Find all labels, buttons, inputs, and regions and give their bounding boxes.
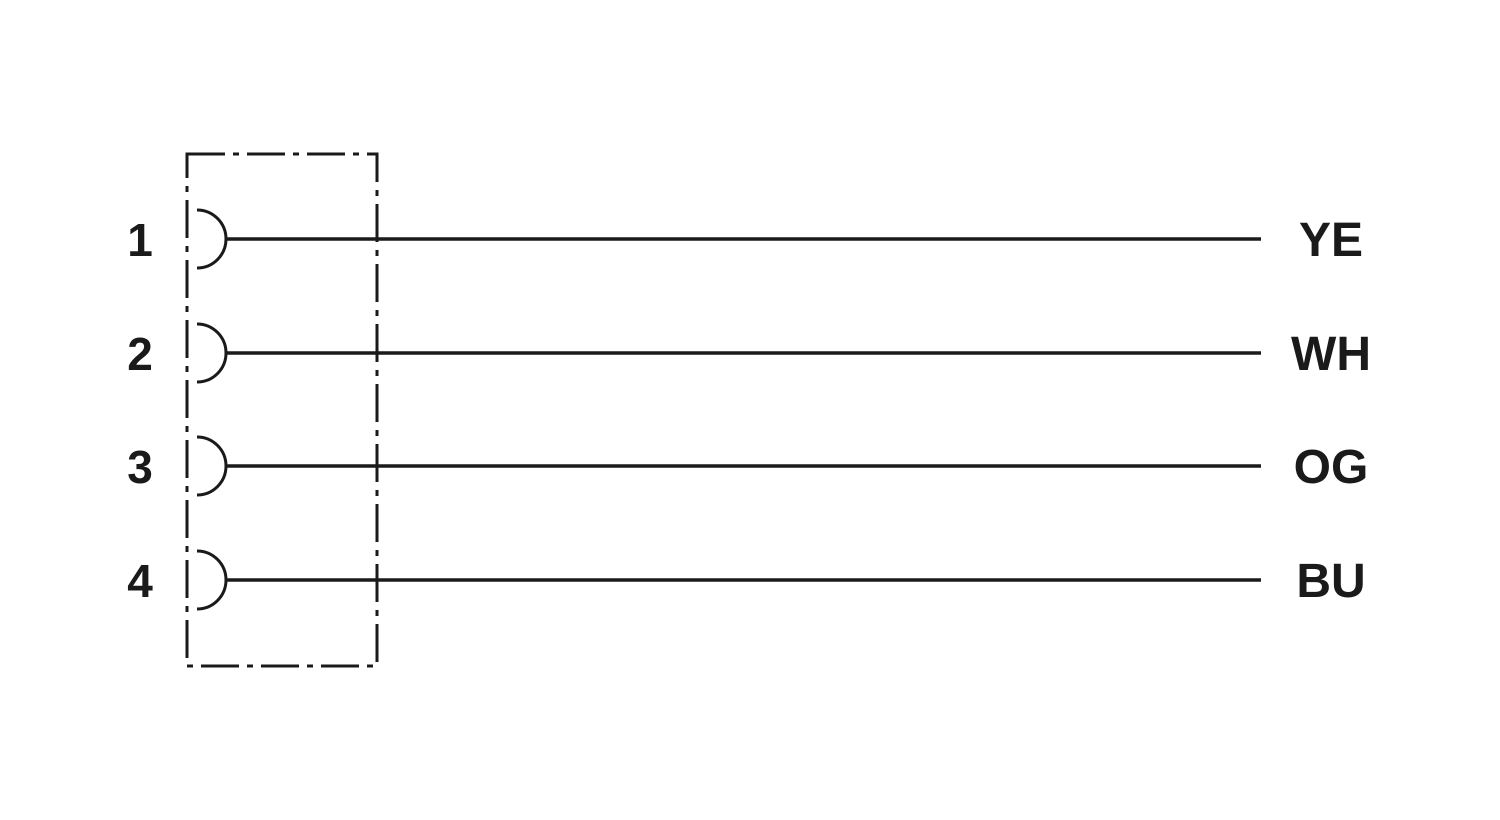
wire-color-label: YE (1299, 214, 1363, 267)
socket-contact-icon (196, 435, 228, 497)
socket-contact-icon (196, 208, 228, 270)
pin-number-label: 2 (127, 328, 153, 380)
wire-color-label: WH (1291, 328, 1371, 381)
pin-row-3: 3 OG (127, 435, 1369, 497)
socket-contact-icon (196, 322, 228, 384)
wire-color-label: OG (1294, 441, 1369, 494)
pin-row-2: 2 WH (127, 322, 1371, 384)
wire-color-label: BU (1296, 555, 1365, 608)
pin-number-label: 1 (127, 214, 153, 266)
pins-layer: 1 YE 2 WH 3 OG 4 BU (127, 208, 1371, 611)
pin-row-4: 4 BU (127, 549, 1366, 611)
pin-row-1: 1 YE (127, 208, 1363, 270)
connector-housing-outline (185, 152, 379, 668)
pin-number-label: 3 (127, 441, 153, 493)
pin-number-label: 4 (127, 555, 153, 607)
socket-contact-icon (196, 549, 228, 611)
